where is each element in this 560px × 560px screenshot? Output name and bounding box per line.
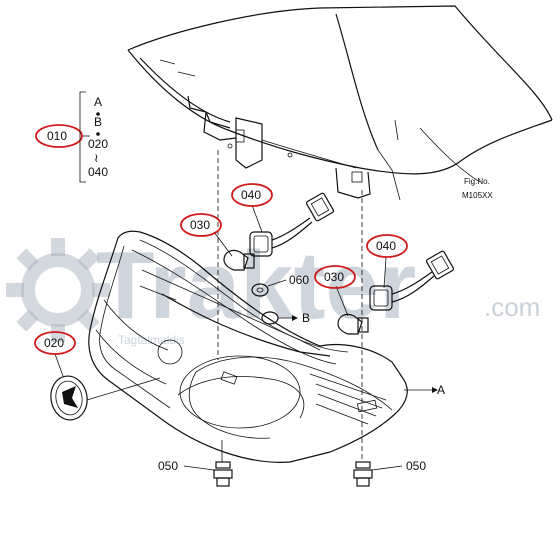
leader-lines <box>54 135 432 391</box>
callout-040-right[interactable]: 040 <box>376 239 396 253</box>
index-tilde: ≀ <box>94 151 99 165</box>
bulb-right <box>337 313 369 335</box>
reference-label-b: B <box>302 311 310 325</box>
headlight-housing <box>88 230 408 463</box>
reference-label-a: A <box>437 383 445 397</box>
bulb-left <box>223 249 255 271</box>
emblem-020 <box>50 375 161 421</box>
index-group: A B 020 ≀ 040 <box>79 91 108 183</box>
index-020: 020 <box>88 137 108 151</box>
callout-030-left[interactable]: 030 <box>190 218 210 232</box>
watermark-domain: .com <box>484 292 540 322</box>
watermark: Trakter .com Tagtalmaldis <box>6 232 540 347</box>
grommet-060 <box>251 279 287 297</box>
callout-030-right[interactable]: 030 <box>324 270 344 284</box>
bolt-left <box>183 440 233 487</box>
index-040: 040 <box>88 165 108 179</box>
callout-020[interactable]: 020 <box>44 336 64 350</box>
figure-label: Fig.No. <box>464 177 490 186</box>
figure-number: M105XX <box>462 191 493 200</box>
callout-060[interactable]: 060 <box>289 273 309 287</box>
highlight-rings <box>34 124 408 355</box>
bolt-right <box>353 461 403 487</box>
callout-010[interactable]: 010 <box>47 129 67 143</box>
arrow-a-icon <box>432 387 438 393</box>
watermark-tagline: Tagtalmaldis <box>118 333 185 347</box>
callout-040-left[interactable]: 040 <box>241 188 261 202</box>
index-b: B <box>94 115 102 129</box>
upper-frame <box>127 5 553 201</box>
gear-icon <box>6 238 110 342</box>
index-a: A <box>94 95 102 109</box>
socket-left <box>249 192 335 257</box>
arrow-b-icon <box>292 315 298 321</box>
socket-right <box>369 250 455 311</box>
watermark-brand: Trakter <box>96 232 416 339</box>
callout-050-right[interactable]: 050 <box>406 459 426 473</box>
callout-050-left[interactable]: 050 <box>158 459 178 473</box>
